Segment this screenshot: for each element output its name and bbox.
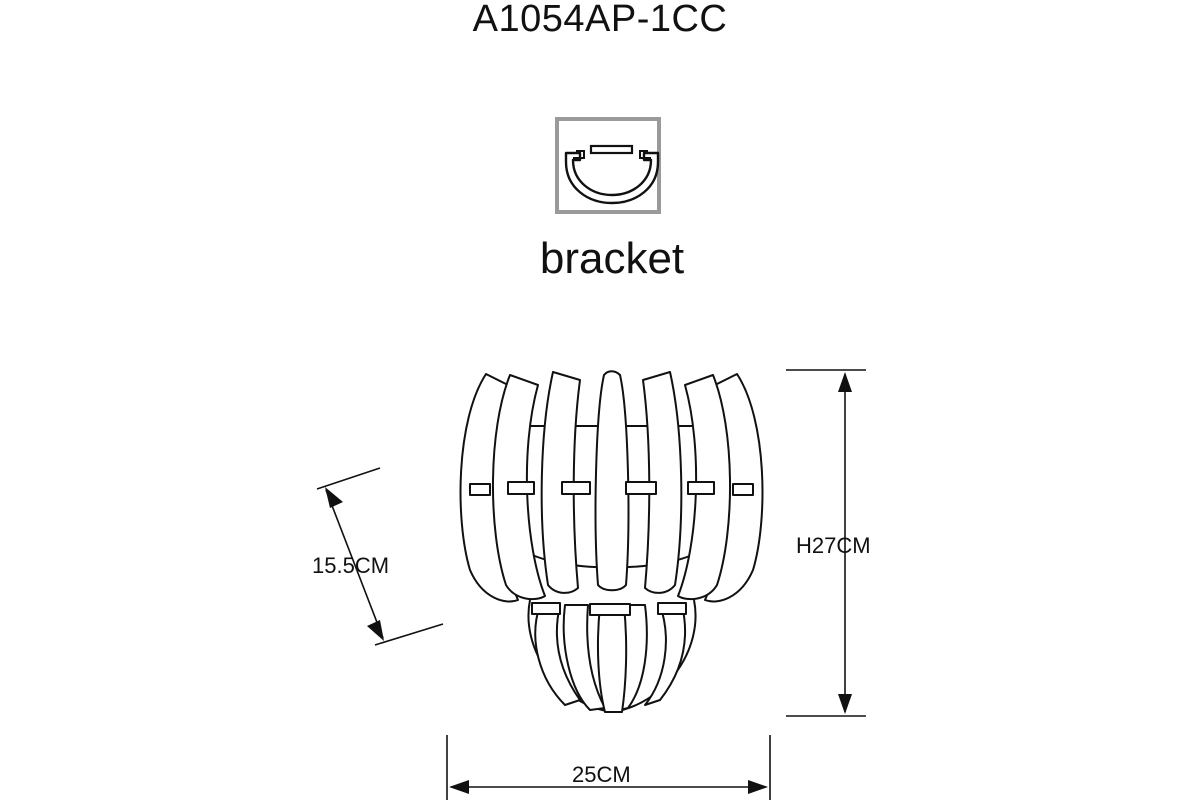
lower-crystal-4	[644, 604, 687, 706]
upper-clip-4	[625, 481, 657, 495]
upper-clip-1	[469, 483, 491, 496]
upper-crystal-center	[594, 370, 630, 592]
height-arrow-top	[838, 372, 852, 392]
wall-lamp-drawing	[459, 370, 764, 713]
lower-crystal-center	[596, 605, 628, 713]
depth-arrow-top	[325, 487, 343, 508]
upper-clip-6	[732, 483, 754, 496]
depth-arrow-bottom	[367, 620, 384, 641]
lower-clip-3	[657, 602, 687, 615]
depth-extension-top	[316, 467, 381, 490]
upper-crystal-right-inner	[642, 371, 683, 594]
height-arrow-bottom	[838, 694, 852, 714]
dimension-lines	[316, 369, 866, 800]
lower-clip-2	[589, 603, 631, 616]
upper-clip-3	[561, 481, 591, 495]
width-dimension-label: 25CM	[572, 762, 631, 787]
depth-extension-bottom	[374, 623, 444, 646]
upper-clip-2	[507, 481, 535, 495]
lower-clip-1	[531, 602, 561, 615]
height-dimension-label: H27CM	[796, 533, 871, 558]
upper-clip-5	[687, 481, 715, 495]
model-number-title: A1054AP-1CC	[472, 0, 728, 40]
width-arrow-left	[449, 780, 469, 794]
lower-crystal-1	[534, 604, 581, 706]
depth-dimension-label: 15.5CM	[312, 553, 390, 578]
upper-crystal-left-inner	[540, 371, 581, 594]
depth-dimension-line	[325, 489, 384, 639]
bracket-icon	[555, 117, 661, 214]
bracket-label: bracket	[539, 234, 685, 283]
width-arrow-right	[748, 780, 768, 794]
